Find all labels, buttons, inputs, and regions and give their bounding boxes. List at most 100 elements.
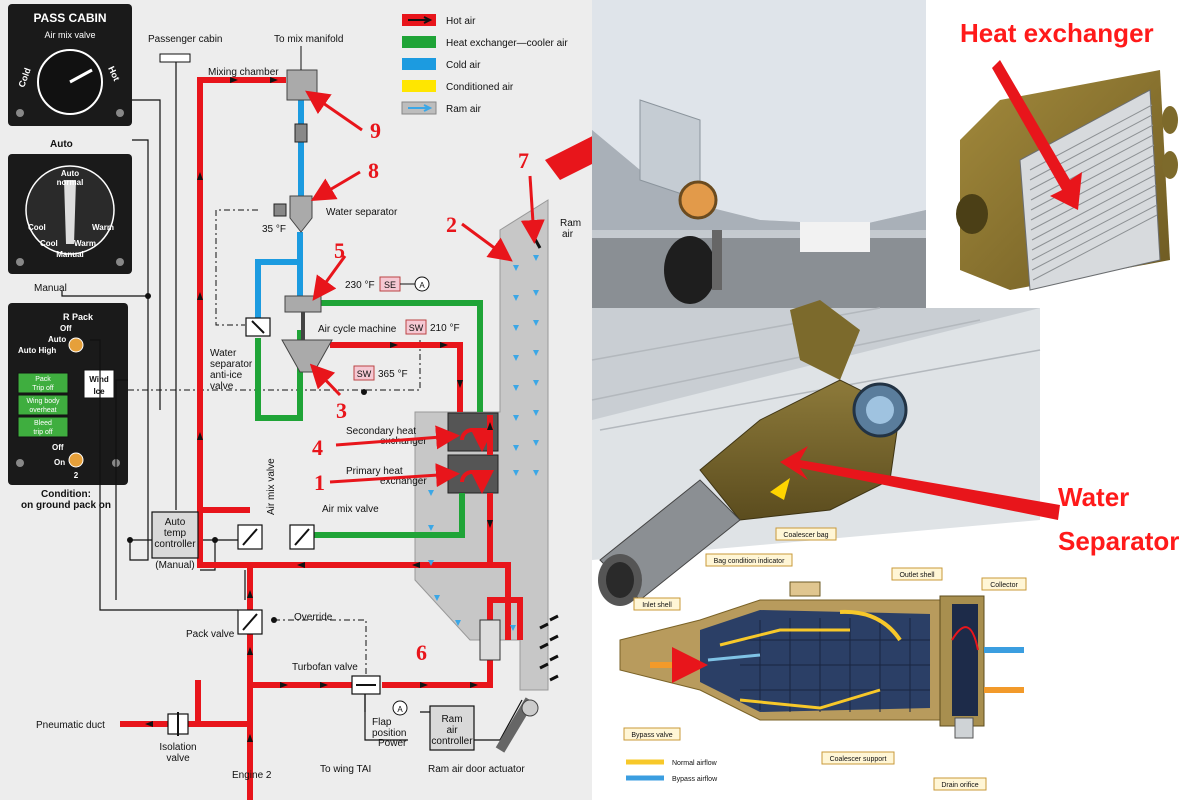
condition-value: on ground pack on	[21, 500, 111, 511]
collector-label: Collector	[990, 582, 1018, 589]
manual-label: Manual	[56, 250, 84, 259]
pack-trip-text-2: Trip off	[32, 385, 53, 392]
junction-dot	[212, 537, 218, 543]
legend-label: Heat exchanger—cooler air	[446, 38, 568, 49]
passenger-cabin-label: Passenger cabin	[148, 34, 223, 45]
ram-door-louvres	[539, 614, 559, 682]
callout-4: 4	[312, 435, 323, 460]
pass-cabin-title: PASS CABIN	[33, 11, 106, 25]
pack-auto: Auto	[48, 335, 66, 344]
cold-air-pipes	[255, 96, 304, 318]
override-label: Override	[294, 612, 333, 623]
turbofan-valve-label: Turbofan valve	[292, 662, 358, 673]
ram-air-controller	[429, 705, 475, 751]
to-wing-tai-label: To wing TAI	[320, 764, 371, 775]
bag-indicator-label: Bag condition indicator	[714, 558, 785, 565]
pack-trip-light	[17, 372, 69, 394]
wing-body-text-2: overheat	[29, 407, 56, 414]
pack-off: Off	[60, 324, 72, 333]
auto-temp-label-2: temp	[164, 528, 187, 539]
ram-air-label: Ram	[560, 218, 581, 229]
ws-anti-ice-label: Water	[210, 348, 237, 359]
temp-210-label: 210 °F	[430, 323, 460, 334]
ram-air-arrows	[428, 255, 539, 631]
coalescer-bag-box	[775, 527, 837, 541]
water-separator-body	[289, 195, 313, 233]
junction-dot	[271, 617, 277, 623]
pass-cabin-panel: PASS CABIN Air mix valve Cold Hot	[8, 4, 132, 126]
ice-text: Ice	[93, 387, 105, 396]
mixing-chamber-label: Mixing chamber	[208, 67, 279, 78]
passenger-cabin-duct	[159, 53, 191, 63]
callout-7: 7	[518, 148, 529, 173]
wind-text: Wind	[89, 375, 109, 384]
flap-position-label-2: position	[372, 728, 406, 739]
bypass-valve-box	[623, 727, 681, 741]
heat-exchanger-arrow	[992, 60, 1082, 210]
wind-ice-box	[83, 369, 115, 399]
ram-air-ctrl-label-2: air	[446, 725, 458, 736]
junction-dot	[361, 389, 367, 395]
auto-label: Auto	[50, 139, 73, 150]
air-mix-valve-vertical-label: Air mix valve	[266, 458, 277, 515]
pack-valve-label: Pack valve	[186, 629, 235, 640]
secondary-hx-label: Secondary heat	[346, 426, 416, 437]
secondary-hx-label-2: exchanger	[380, 436, 427, 447]
se-label: SE	[384, 280, 396, 290]
sw-label-365: SW	[357, 369, 372, 379]
bypass-valve-label: Bypass valve	[631, 732, 672, 739]
screw-icon	[116, 258, 124, 266]
manual-out-label: Manual	[34, 283, 67, 294]
screw-icon	[16, 258, 24, 266]
bag-indicator-box	[705, 553, 793, 567]
pack-panel: R Pack Off Auto Auto High Pack Trip off …	[8, 303, 128, 485]
engine-number: 2	[74, 471, 79, 480]
water-separator-title-2: Separator	[1058, 526, 1179, 556]
heat-exchanger-title: Heat exchanger	[960, 18, 1154, 48]
bypass-airflow-label: Bypass airflow	[672, 776, 718, 783]
water-separator-cutaway	[619, 581, 1024, 739]
switch-off: Off	[52, 443, 64, 452]
water-separator-title: Water	[1058, 482, 1129, 512]
auto-normal-label: Auto	[61, 169, 79, 178]
pack-selector-knob[interactable]	[68, 337, 84, 353]
bleed-text-2: trip off	[33, 429, 52, 436]
check-valve	[294, 123, 308, 143]
engine-bleed-switch[interactable]	[68, 452, 84, 468]
legend-swatch	[402, 58, 436, 70]
legend-label: Conditioned air	[446, 82, 514, 93]
screw-icon	[16, 109, 24, 117]
callout-9: 9	[370, 118, 381, 143]
water-separator-label: Water separator	[326, 207, 398, 218]
callout-3: 3	[336, 398, 347, 423]
landing-light	[678, 180, 718, 220]
outlet-shell-label: Outlet shell	[899, 572, 934, 579]
coalescer-support-box	[821, 751, 895, 765]
pack-title: R Pack	[63, 312, 94, 322]
acm-fan	[479, 619, 501, 661]
ws-anti-ice-label-3: anti-ice	[210, 370, 243, 381]
air-cycle-machine-label: Air cycle machine	[318, 324, 397, 335]
dashed-wiring	[128, 209, 421, 680]
primary-hx-label-2: exchanger	[380, 476, 427, 487]
control-wiring	[61, 60, 523, 741]
wing-body-text: Wing body	[26, 398, 60, 405]
warm-label: Warm	[92, 223, 114, 232]
temp-230-label: 230 °F	[345, 280, 375, 291]
outlet-shell-box	[891, 567, 943, 581]
air-mix-valve-label: Air mix valve	[322, 504, 379, 515]
ws-anti-ice-label-2: separator	[210, 359, 253, 370]
auto-normal-label-2: normal	[57, 178, 84, 187]
bleed-light	[17, 416, 69, 438]
power-label: Power	[378, 738, 407, 749]
coalescer-support-label: Coalescer support	[830, 756, 887, 763]
legend-label: Ram air	[446, 104, 482, 115]
auto-temp-panel: Auto normal Cool Cool Warm Warm Manual	[8, 154, 132, 274]
manual-paren-label: (Manual)	[155, 560, 194, 571]
isolation-valve-label-2: valve	[166, 753, 190, 764]
drain-orifice-box	[933, 777, 987, 791]
screw-icon	[16, 459, 24, 467]
screw-icon	[116, 109, 124, 117]
hx-arrow-icon	[460, 469, 494, 494]
